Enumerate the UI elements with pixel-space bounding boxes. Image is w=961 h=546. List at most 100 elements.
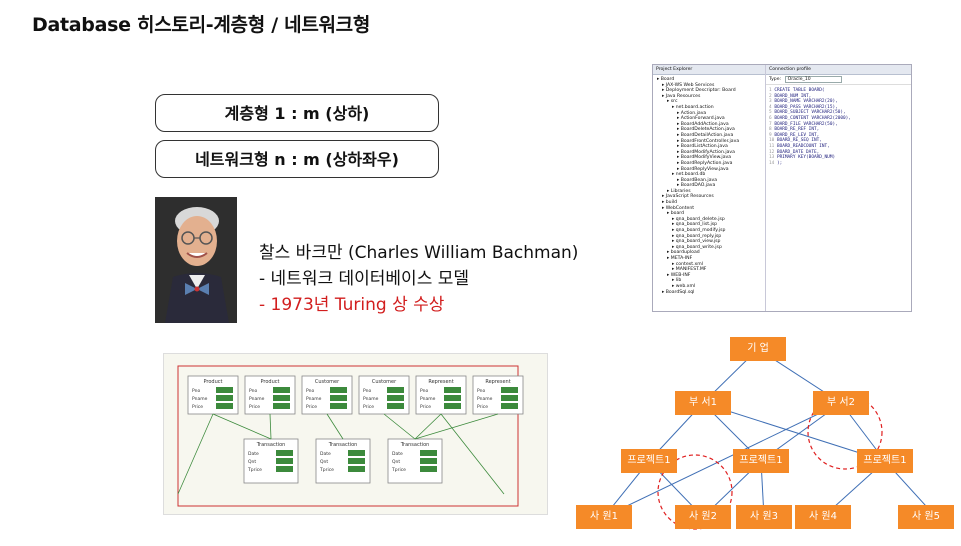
explorer-tree-item[interactable]: ▸ BoardAddAction.java	[677, 121, 729, 127]
sql-line: 2 BOARD_NUM INT,	[769, 93, 812, 99]
explorer-tree-item[interactable]: ▸ context.xml	[672, 261, 704, 267]
link-line	[177, 413, 214, 495]
svg-text:Transaction: Transaction	[400, 442, 430, 448]
node-proj1: 프로젝트1	[621, 449, 677, 473]
explorer-tree-item[interactable]: ▸ net.board.action	[672, 104, 714, 110]
svg-text:Tprice: Tprice	[319, 467, 334, 473]
hierarchical-box: 계층형 1 : m (상하)	[155, 94, 439, 132]
explorer-tree-item[interactable]: ▸ BoardReplyAction.java	[677, 160, 733, 166]
svg-text:Pname: Pname	[306, 396, 322, 402]
svg-text:Price: Price	[192, 404, 203, 410]
svg-text:Pname: Pname	[363, 396, 379, 402]
sql-line: 8 BOARD_RE_REF INT,	[769, 127, 820, 133]
explorer-tree-item[interactable]: ▸ Libraries	[667, 188, 691, 194]
explorer-tree-item[interactable]: ▸ WEB-INF	[667, 272, 691, 278]
svg-text:Date: Date	[392, 451, 403, 457]
sql-line: 7 BOARD_FILE VARCHAR2(50),	[769, 121, 838, 127]
explorer-tree-item[interactable]: ▸ BoardReplyView.java	[677, 166, 729, 172]
sql-line: 10 BOARD_RE_SEQ INT,	[769, 138, 822, 144]
explorer-tree-item[interactable]: ▸ BoardDeleteAction.java	[677, 127, 735, 133]
bachman-photo	[155, 197, 237, 323]
explorer-tree-item[interactable]: ▸ BoardBean.java	[677, 177, 718, 183]
explorer-tree-item[interactable]: ▸ META-INF	[667, 256, 693, 261]
sql-line: 13 PRIMARY KEY(BOARD_NUM)	[769, 155, 836, 161]
svg-text:Pname: Pname	[477, 396, 493, 402]
sql-line: 11 BOARD_READCOUNT INT,	[769, 143, 830, 149]
explorer-tree-item[interactable]: ▸ qna_board_delete.jsp	[672, 216, 725, 222]
explorer-tree-item[interactable]: ▸ BoardDAO.java	[677, 183, 716, 189]
explorer-tree-item[interactable]: ▸ ActionForward.java	[677, 116, 725, 122]
node-dept1: 부 서1	[675, 391, 731, 415]
link-line	[326, 413, 344, 440]
svg-text:Tprice: Tprice	[247, 467, 262, 473]
svg-text:Price: Price	[363, 404, 374, 410]
explorer-tree-item[interactable]: ▸ JavaScript Resources	[662, 194, 714, 200]
project-explorer-screenshot: Project Explorer ▸ Board▸ JAX-WS Web Ser…	[652, 64, 912, 312]
sql-line: 12 BOARD_DATE DATE,	[769, 149, 820, 155]
explorer-tree-item[interactable]: ▸ Deployment Descriptor: Board	[662, 88, 736, 94]
node-proj3: 프로젝트1	[857, 449, 913, 473]
explorer-tree-item[interactable]: ▸ boardupload	[667, 250, 700, 256]
explorer-tree-item[interactable]: ▸ WebContent	[662, 205, 695, 211]
explorer-tree-item[interactable]: ▸ BoardModifyView.java	[677, 155, 732, 161]
svg-text:Pno: Pno	[363, 388, 371, 394]
svg-text:Date: Date	[248, 451, 259, 457]
link-line	[383, 413, 416, 440]
explorer-tree-item[interactable]: ▸ web.xml	[672, 283, 696, 289]
node-emp3: 사 원3	[736, 505, 792, 529]
explorer-tree-item[interactable]: ▸ qna_board_reply.jsp	[672, 233, 722, 239]
explorer-tree-item[interactable]: ▸ qna_board_write.jsp	[672, 244, 722, 250]
explorer-tree-item[interactable]: ▸ board	[667, 211, 685, 217]
type-label: Type:	[769, 77, 782, 82]
caption-line3: - 1973년 Turing 상 수상	[259, 295, 445, 315]
node-dept2: 부 서2	[813, 391, 869, 415]
explorer-tree-item[interactable]: ▸ qna_board_view.jsp	[672, 239, 721, 245]
svg-text:Pno: Pno	[306, 388, 314, 394]
svg-text:Represent: Represent	[428, 379, 453, 385]
explorer-tree-item[interactable]: ▸ BoardDetailAction.java	[677, 132, 734, 138]
network-box: 네트워크형 n : m (상하좌우)	[155, 140, 439, 178]
explorer-tree-item[interactable]: ▸ lib	[672, 278, 682, 284]
node-emp1: 사 원1	[576, 505, 632, 529]
svg-text:Price: Price	[249, 404, 260, 410]
explorer-tree-item[interactable]: ▸ BoardFrontController.java	[677, 138, 740, 144]
svg-text:Date: Date	[320, 451, 331, 457]
node-proj2: 프로젝트1	[733, 449, 789, 473]
explorer-tree-item[interactable]: ▸ build	[662, 200, 678, 206]
sql-line: 4 BOARD_PASS VARCHAR2(15),	[769, 104, 838, 110]
highlight-circle-2	[807, 394, 883, 470]
svg-text:Pno: Pno	[477, 388, 485, 394]
link-line	[440, 413, 505, 495]
svg-text:Product: Product	[204, 379, 223, 385]
explorer-tree-item[interactable]: ▸ BoardModifyAction.java	[677, 149, 735, 155]
explorer-tree-item[interactable]: ▸ qna_board_modify.jsp	[672, 228, 726, 234]
sql-line: 6 BOARD_CONTENT VARCHAR2(2000),	[769, 115, 851, 121]
explorer-tree-item[interactable]: ▸ Java Resources	[662, 93, 701, 99]
caption-line2: - 네트워크 데이터베이스 모델	[259, 269, 470, 289]
node-emp4: 사 원4	[795, 505, 851, 529]
explorer-tree-item[interactable]: ▸ JAX-WS Web Services	[662, 82, 715, 88]
explorer-tree-item[interactable]: ▸ Action.java	[677, 110, 707, 116]
sql-code: 1 CREATE TABLE BOARD(2 BOARD_NUM INT,3 B…	[766, 85, 911, 166]
explorer-tree-item[interactable]: ▸ BoardSql.sql	[662, 289, 695, 295]
explorer-tree-item[interactable]: ▸ MANIFEST.MF	[672, 267, 707, 273]
explorer-tree-item[interactable]: ▸ net.board.db	[672, 172, 706, 178]
svg-text:Qnt: Qnt	[248, 459, 256, 465]
explorer-tree-item[interactable]: ▸ qna_board_list.jsp	[672, 222, 718, 228]
svg-text:Qnt: Qnt	[320, 459, 328, 465]
explorer-tree-item[interactable]: ▸ Board	[657, 77, 675, 82]
explorer-tree-item[interactable]: ▸ src	[667, 99, 678, 105]
svg-text:Pno: Pno	[249, 388, 257, 394]
explorer-tree-item[interactable]: ▸ BoardListAction.java	[677, 144, 728, 150]
svg-text:Transaction: Transaction	[328, 442, 358, 448]
svg-text:Pno: Pno	[192, 388, 200, 394]
svg-text:Price: Price	[420, 404, 431, 410]
connection-profile-label: Connection profile	[766, 65, 911, 75]
type-select[interactable]: Oracle_10	[784, 76, 842, 83]
